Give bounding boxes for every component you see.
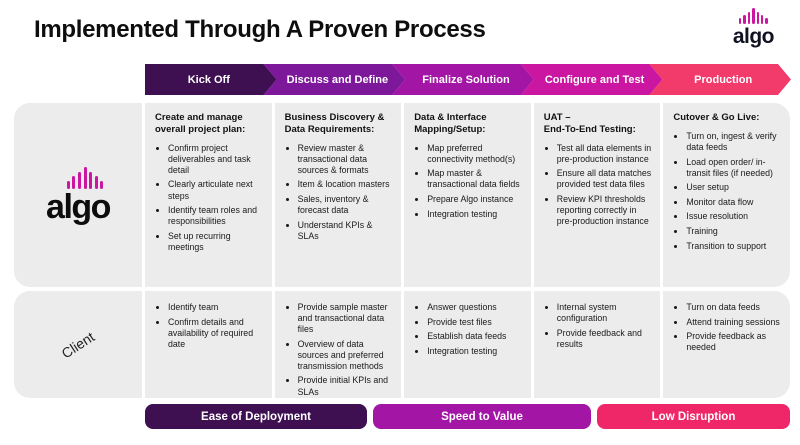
algo-row-label: algo <box>14 103 142 287</box>
bullet-item: Set up recurring meetings <box>168 231 265 253</box>
bullet-list: Provide sample master and transactional … <box>285 302 395 398</box>
algo-col-discuss-and-define: Business Discovery & Data Requirements: … <box>274 103 402 287</box>
client-label: Client <box>58 328 98 361</box>
stage-production: Production <box>649 64 791 95</box>
bullet-item: Identify team <box>168 302 265 313</box>
pill-ease-of-deployment: Ease of Deployment <box>145 404 367 429</box>
column-header: UAT – End-To-End Testing: <box>543 112 636 135</box>
column-header: Data & Interface Mapping/Setup: <box>414 112 487 135</box>
bullet-item: Understand KPIs & SLAs <box>298 220 395 242</box>
stage-configure-and-test: Configure and Test <box>521 64 663 95</box>
bullet-item: Provide initial KPIs and SLAs <box>298 375 395 397</box>
bullet-item: Transition to support <box>686 241 783 252</box>
bullet-item: Internal system configuration <box>557 302 654 324</box>
bullet-item: Attend training sessions <box>686 317 783 328</box>
bullet-item: Integration testing <box>427 209 524 220</box>
bullet-item: Map master & transactional data fields <box>427 168 524 190</box>
brand-wordmark: algo <box>46 187 111 226</box>
column-header: Create and manage overall project plan: <box>155 112 246 135</box>
bullet-item: Review KPI thresholds reporting correctl… <box>557 194 654 227</box>
bullet-item: Answer questions <box>427 302 524 313</box>
bullet-list: Review master & transactional data sourc… <box>285 143 395 242</box>
algo-col-kick-off: Create and manage overall project plan: … <box>145 103 272 287</box>
soundwave-icon <box>66 166 104 189</box>
bullet-item: Test all data elements in pre-production… <box>557 143 654 165</box>
algo-logo-left: algo <box>46 166 111 226</box>
bullet-list: Answer questionsProvide test filesEstabl… <box>414 302 524 357</box>
algo-col-finalize-solution: Data & Interface Mapping/Setup: Map pref… <box>404 103 531 287</box>
stage-finalize-solution: Finalize Solution <box>392 64 534 95</box>
column-header: Cutover & Go Live: <box>673 112 760 123</box>
bullet-item: Ensure all data matches provided test da… <box>557 168 654 190</box>
bullet-list: Test all data elements in pre-production… <box>544 143 654 228</box>
algo-responsibilities-row: algo Create and manage overall project p… <box>14 103 790 287</box>
bullet-list: Internal system configurationProvide fee… <box>544 302 654 350</box>
stage-discuss-and-define: Discuss and Define <box>264 64 406 95</box>
bullet-item: Provide sample master and transactional … <box>298 302 395 335</box>
bullet-item: Clearly articulate next steps <box>168 179 265 201</box>
bullet-list: Map preferred connectivity method(s) Map … <box>414 143 524 220</box>
bullet-item: Provide test files <box>427 317 524 328</box>
bullet-item: Load open order/ in-transit files (if ne… <box>686 157 783 179</box>
stage-label: Finalize Solution <box>422 73 510 86</box>
bullet-item: Issue resolution <box>686 211 783 222</box>
process-stage-bar: Kick Off Discuss and Define Finalize Sol… <box>145 64 791 95</box>
stage-label: Configure and Test <box>544 73 645 86</box>
bullet-item: Monitor data flow <box>686 197 783 208</box>
column-header: Business Discovery & Data Requirements: <box>284 112 385 135</box>
bullet-item: Overview of data sources and preferred t… <box>298 339 395 372</box>
bullet-item: Review master & transactional data sourc… <box>298 143 395 176</box>
stage-label: Production <box>694 73 753 86</box>
bullet-item: Confirm details and availability of requ… <box>168 317 265 350</box>
bullet-item: Turn on, ingest & verify data feeds <box>686 131 783 153</box>
bullet-item: Training <box>686 226 783 237</box>
bullet-list: Identify teamConfirm details and availab… <box>155 302 265 350</box>
bullet-list: Turn on, ingest & verify data feedsLoad … <box>673 131 783 252</box>
bullet-item: Map preferred connectivity method(s) <box>427 143 524 165</box>
bullet-item: Establish data feeds <box>427 331 524 342</box>
benefit-pills: Ease of Deployment Speed to Value Low Di… <box>145 404 790 429</box>
bullet-item: Provide feedback as needed <box>686 331 783 353</box>
client-row-label: Client <box>14 291 142 398</box>
bullet-item: Prepare Algo instance <box>427 194 524 205</box>
client-col-discuss-and-define: Provide sample master and transactional … <box>274 291 402 398</box>
bullet-item: Provide feedback and results <box>557 328 654 350</box>
pill-speed-to-value: Speed to Value <box>373 404 591 429</box>
bullet-item: User setup <box>686 182 783 193</box>
algo-col-production: Cutover & Go Live: Turn on, ingest & ver… <box>663 103 790 287</box>
page-title: Implemented Through A Proven Process <box>34 16 486 43</box>
client-col-kick-off: Identify teamConfirm details and availab… <box>145 291 272 398</box>
bullet-item: Integration testing <box>427 346 524 357</box>
bullet-item: Turn on data feeds <box>686 302 783 313</box>
stage-kick-off: Kick Off <box>145 64 277 95</box>
bullet-list: Confirm project deliverables and task de… <box>155 143 265 253</box>
algo-logo-top-right: algo <box>732 8 775 48</box>
soundwave-icon <box>739 8 768 24</box>
bullet-item: Confirm project deliverables and task de… <box>168 143 265 176</box>
client-responsibilities-row: Client Identify teamConfirm details and … <box>14 291 790 398</box>
client-col-production: Turn on data feedsAttend training sessio… <box>663 291 790 398</box>
bullet-item: Item & location masters <box>298 179 395 190</box>
bullet-item: Sales, inventory & forecast data <box>298 194 395 216</box>
pill-low-disruption: Low Disruption <box>597 404 790 429</box>
client-col-finalize-solution: Answer questionsProvide test filesEstabl… <box>404 291 531 398</box>
client-col-configure-and-test: Internal system configurationProvide fee… <box>533 291 661 398</box>
brand-wordmark: algo <box>732 25 775 48</box>
bullet-list: Turn on data feedsAttend training sessio… <box>673 302 783 353</box>
algo-col-configure-and-test: UAT – End-To-End Testing: Test all data … <box>533 103 661 287</box>
stage-label: Kick Off <box>187 73 230 86</box>
bullet-item: Identify team roles and responsibilities <box>168 205 265 227</box>
stage-label: Discuss and Define <box>286 73 389 86</box>
